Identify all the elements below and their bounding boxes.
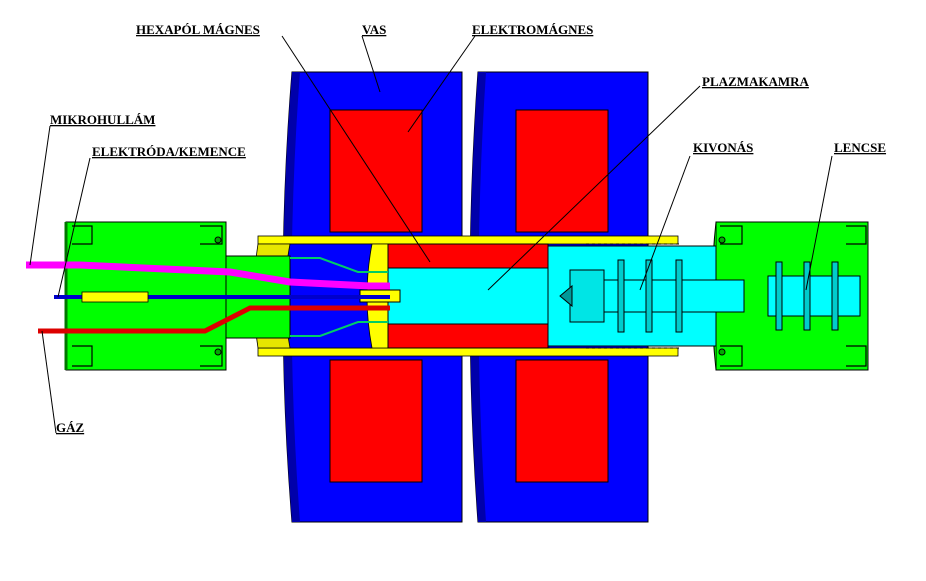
coil-left-top [329, 109, 423, 233]
electrode-rod [54, 291, 390, 303]
coil-right-top [515, 109, 609, 233]
label-plazmakamra: PLAZMAKAMRA [702, 74, 809, 89]
label-elektroda-kemence: ELEKTRÓDA/KEMENCE [92, 144, 246, 159]
microwave-waveguide [26, 261, 390, 290]
einzel-lens [767, 261, 861, 331]
hexapole-field-lines [290, 257, 388, 337]
coil-left-bottom [329, 359, 423, 483]
label-elektromagnes: ELEKTROMÁGNES [472, 22, 593, 37]
extraction-system [547, 243, 745, 349]
gas-line [38, 305, 390, 334]
label-gaz: GÁZ [56, 420, 85, 435]
label-lencse: LENCSE [834, 140, 886, 155]
label-mikrohullam: MIKROHULLÁM [50, 112, 155, 127]
label-vas: VAS [362, 22, 386, 37]
label-kivonas: KIVONÁS [693, 140, 753, 155]
label-hexapol-magnes: HEXAPÓL MÁGNES [136, 22, 260, 37]
plasma-chamber [359, 267, 567, 325]
leader-lines [29, 35, 833, 434]
coil-right-bottom [515, 359, 609, 483]
